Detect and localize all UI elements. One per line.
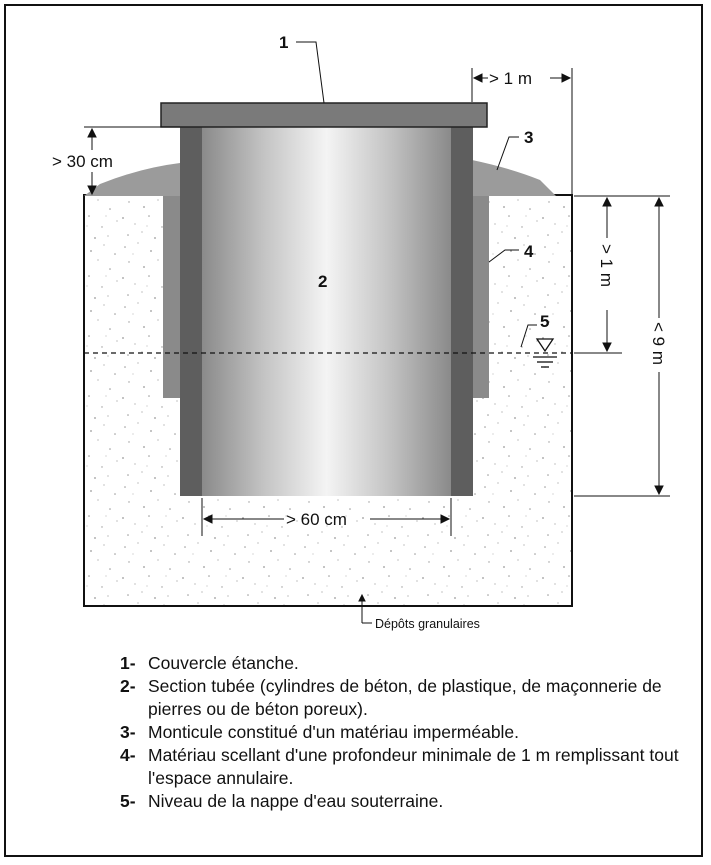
dim-max-depth (574, 195, 670, 497)
legend-text: Section tubée (cylindres de béton, de pl… (148, 676, 662, 719)
dim-seal-depth-label: > 1 m (597, 244, 616, 287)
legend: 1- Couvercle étanche. 2- Section tubée (cyl… (120, 652, 680, 813)
casing-section (202, 127, 451, 496)
figure-frame (4, 4, 703, 857)
legend-number: 4- (120, 745, 136, 765)
dim-cover-height (84, 126, 180, 196)
water-table-symbol (533, 338, 557, 368)
legend-text: Niveau de la nappe d'eau souterraine. (148, 791, 444, 811)
callout-water-label: 5 (540, 312, 549, 331)
sealant-left (163, 196, 181, 398)
legend-text: Couvercle étanche. (148, 653, 299, 673)
legend-text: Monticule constitué d'un matériau imperm… (148, 722, 520, 742)
callout-cover (296, 41, 325, 104)
callout-casing-label: 2 (318, 272, 327, 291)
dim-diameter-label: > 60 cm (286, 510, 347, 529)
watertight-cover (160, 102, 488, 128)
legend-item: 3- Monticule constitué d'un matériau impe… (120, 721, 680, 744)
impermeable-mound (84, 163, 180, 196)
ground-label: Dépôts granulaires (375, 617, 480, 631)
legend-item: 4- Matériau scellant d'une profondeur min… (120, 744, 680, 790)
dim-seal-depth (574, 195, 622, 354)
callout-water (520, 324, 537, 348)
legend-text: Matériau scellant d'une profondeur minim… (148, 745, 679, 788)
impermeable-mound-right (472, 160, 556, 196)
legend-number: 1- (120, 653, 136, 673)
casing-wall-left (180, 127, 202, 496)
legend-number: 3- (120, 722, 136, 742)
sealant-right (472, 196, 489, 398)
dim-max-depth-label: < 9 m (649, 322, 668, 365)
legend-item: 1- Couvercle étanche. (120, 652, 680, 675)
dim-mound-clearance-label: > 1 m (489, 69, 532, 88)
callout-cover-label: 1 (279, 33, 288, 52)
callout-sealant (488, 249, 519, 263)
dim-diameter (201, 498, 452, 536)
callout-mound-label: 3 (524, 128, 533, 147)
legend-item: 5- Niveau de la nappe d'eau souterraine. (120, 790, 680, 813)
ground-callout (358, 593, 372, 624)
callout-sealant-label: 4 (524, 242, 534, 261)
well-diagram: 1 2 3 4 5 > 1 m > 30 cm (52, 33, 670, 631)
legend-number: 2- (120, 676, 136, 696)
legend-number: 5- (120, 791, 136, 811)
callout-mound (496, 136, 519, 171)
dim-mound-clearance (471, 68, 573, 196)
legend-item: 2- Section tubée (cylindres de béton, de … (120, 675, 680, 721)
dim-cover-height-label: > 30 cm (52, 152, 113, 171)
casing-wall-right (451, 127, 473, 496)
